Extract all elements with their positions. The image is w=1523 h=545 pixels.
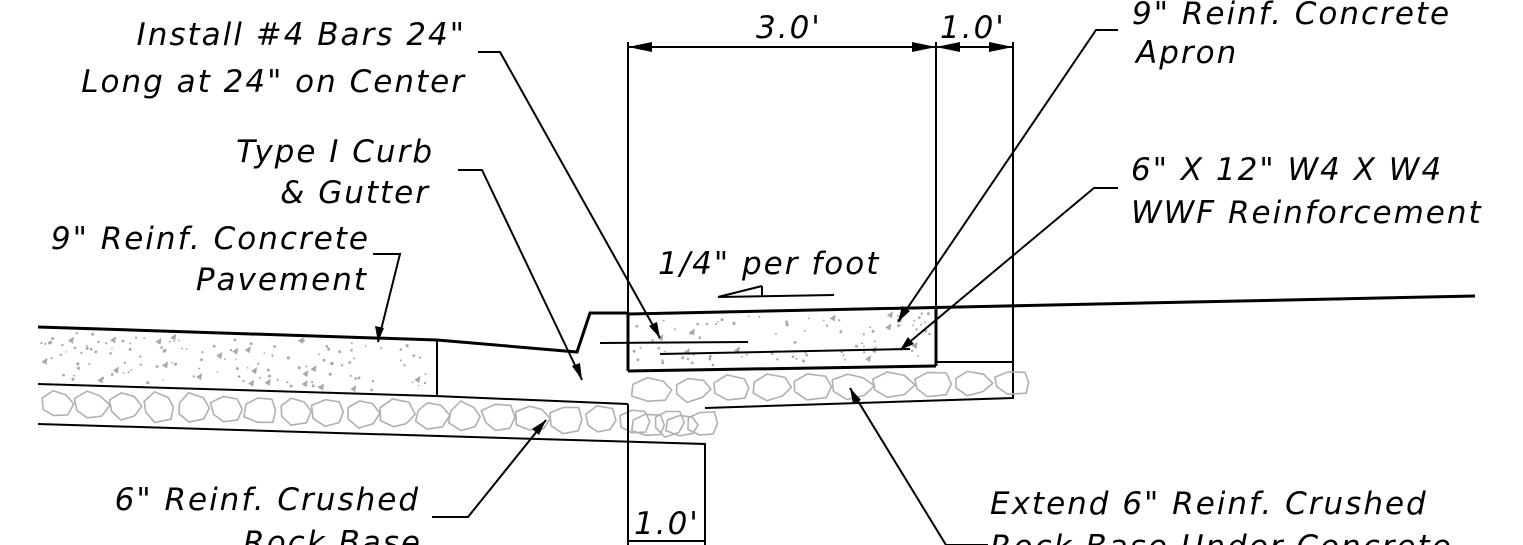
label-bars-line2: Long at 24" on Center (81, 64, 466, 100)
label-extend-line2: Rock Base Under Concrete (990, 529, 1453, 545)
label-slope: 1/4" per foot (658, 246, 880, 282)
label-curb-line1: Type I Curb (236, 134, 434, 170)
leader-base (432, 419, 547, 518)
label-curb-line2: & Gutter (280, 175, 430, 211)
curb-gutter-profile (436, 311, 628, 354)
crushed-rock-base (37, 362, 1030, 545)
label-wwf-line2: WWF Reinforcement (1131, 195, 1483, 231)
dimension-apron-width: 3.0' (756, 10, 822, 46)
arrowhead (936, 42, 960, 52)
pavement-concrete-stipple (40, 332, 427, 393)
label-pavement-line2: Pavement (196, 262, 368, 298)
apron-concrete-stipple (632, 311, 931, 367)
leader-extend (849, 387, 988, 545)
bottom-dimension (627, 404, 705, 545)
dimension-base-extension: 1.0' (634, 506, 700, 542)
pavement-top-line (37, 325, 438, 342)
slope-arrow (717, 285, 835, 298)
label-apron-line2: Apron (1134, 35, 1238, 71)
apron-bottom-line (627, 364, 937, 373)
base-step-line (704, 362, 1014, 409)
arrowhead (912, 42, 936, 52)
apron-top-line (627, 294, 1476, 316)
leader-curb (458, 169, 583, 381)
arrowhead (628, 42, 652, 52)
leader-bars (478, 51, 661, 339)
dimension-edge-width: 1.0' (940, 10, 1006, 46)
label-apron-line1: 9" Reinf. Concrete (1132, 0, 1451, 32)
label-base-line1: 6" Reinf. Crushed (115, 482, 420, 518)
base-top-line (37, 383, 629, 405)
label-bars-line1: Install #4 Bars 24" (137, 17, 466, 53)
leader-pavement (373, 253, 402, 343)
leader-lines (373, 29, 1118, 545)
rock-aggregate-pattern (41, 370, 1030, 439)
arrowhead (989, 42, 1013, 52)
label-wwf-line1: 6" X 12" W4 X W4 (1131, 152, 1443, 188)
bar-reinforcement-line (599, 341, 749, 344)
leader-wwf (899, 187, 1118, 351)
label-pavement-line1: 9" Reinf. Concrete (51, 221, 370, 257)
label-base-line2: Rock Base (243, 525, 422, 545)
concrete-apron-slab (626, 294, 1476, 373)
wwf-reinforcement-line (659, 348, 911, 355)
label-extend-line1: Extend 6" Reinf. Crushed (990, 486, 1428, 522)
leader-apron (897, 29, 1118, 323)
base-bottom-line (37, 423, 706, 545)
concrete-pavement-slab (37, 325, 438, 396)
